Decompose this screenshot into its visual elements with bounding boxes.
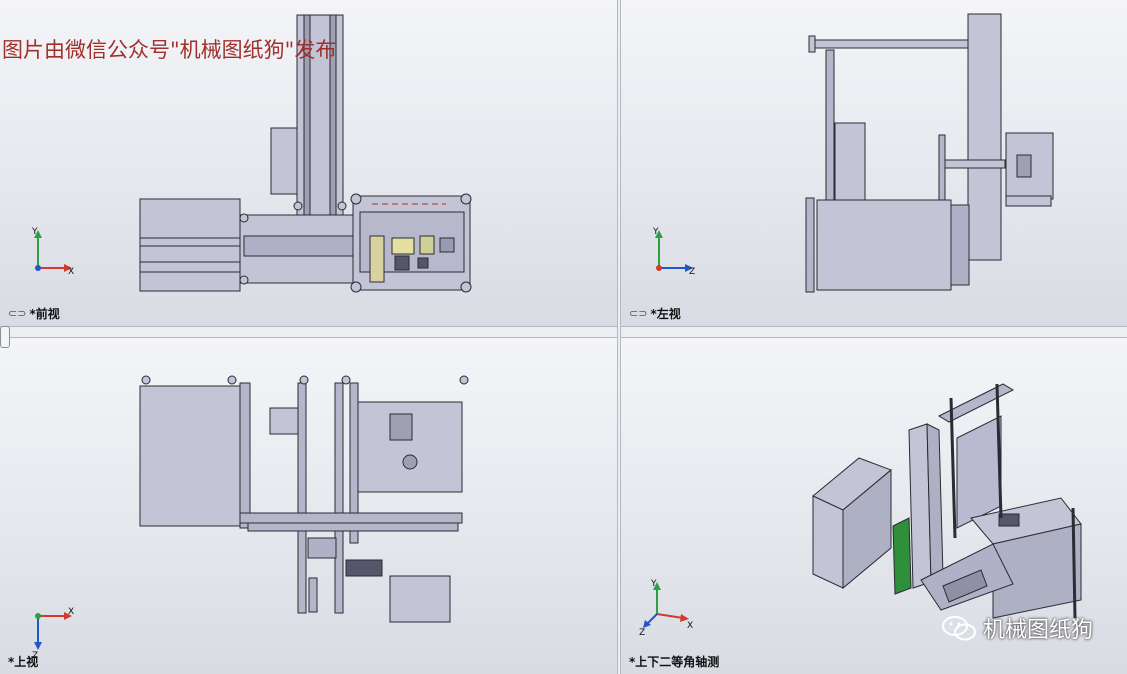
viewport-label-left: ⊂⊃ *左视 [629,307,681,321]
viewport-label-iso: *上下二等角轴测 [629,655,720,669]
splitter-handle[interactable] [0,326,10,348]
horizontal-splitter[interactable] [0,326,1127,348]
svg-text:Z: Z [639,628,645,636]
watermark-caption: 图片由微信公众号"机械图纸狗"发布 [2,38,337,62]
viewport-iso[interactable]: Y X Z 机械图纸狗 *上下二等角轴测 [621,338,1127,674]
front-view-drawing [139,14,472,293]
svg-text:Y: Y [652,227,659,237]
iso-view-drawing [812,383,1082,619]
svg-text:Z: Z [689,267,695,277]
vertical-splitter[interactable] [617,0,621,674]
svg-text:Y: Y [650,579,657,589]
link-icon: ⊂⊃ [629,307,648,320]
svg-text:X: X [68,267,74,277]
viewport-left[interactable]: Y Z ⊂⊃ *左视 [621,0,1127,326]
svg-text:Y: Y [31,227,38,237]
axis-triad-left: Y Z [652,227,695,277]
wechat-icon [941,616,976,641]
viewport-top[interactable]: X Z *上视 [0,338,617,674]
svg-text:X: X [68,607,74,617]
top-view-drawing [139,375,469,623]
svg-text:X: X [687,621,693,631]
brand-watermark: 机械图纸狗 [941,612,1093,644]
viewport-label-top: *上视 [8,655,39,669]
svg-text:Z: Z [32,651,38,658]
left-view-drawing [805,13,1054,293]
axis-triad-iso: Y X Z [639,579,693,636]
axis-triad-top: X Z [32,607,74,658]
viewport-front[interactable]: Y X 图片由微信公众号"机械图纸狗"发布 ⊂⊃ *前视 [0,0,617,326]
viewport-label-front: ⊂⊃ *前视 [8,307,60,321]
axis-triad-front: Y X [31,227,74,277]
link-icon: ⊂⊃ [8,307,27,320]
